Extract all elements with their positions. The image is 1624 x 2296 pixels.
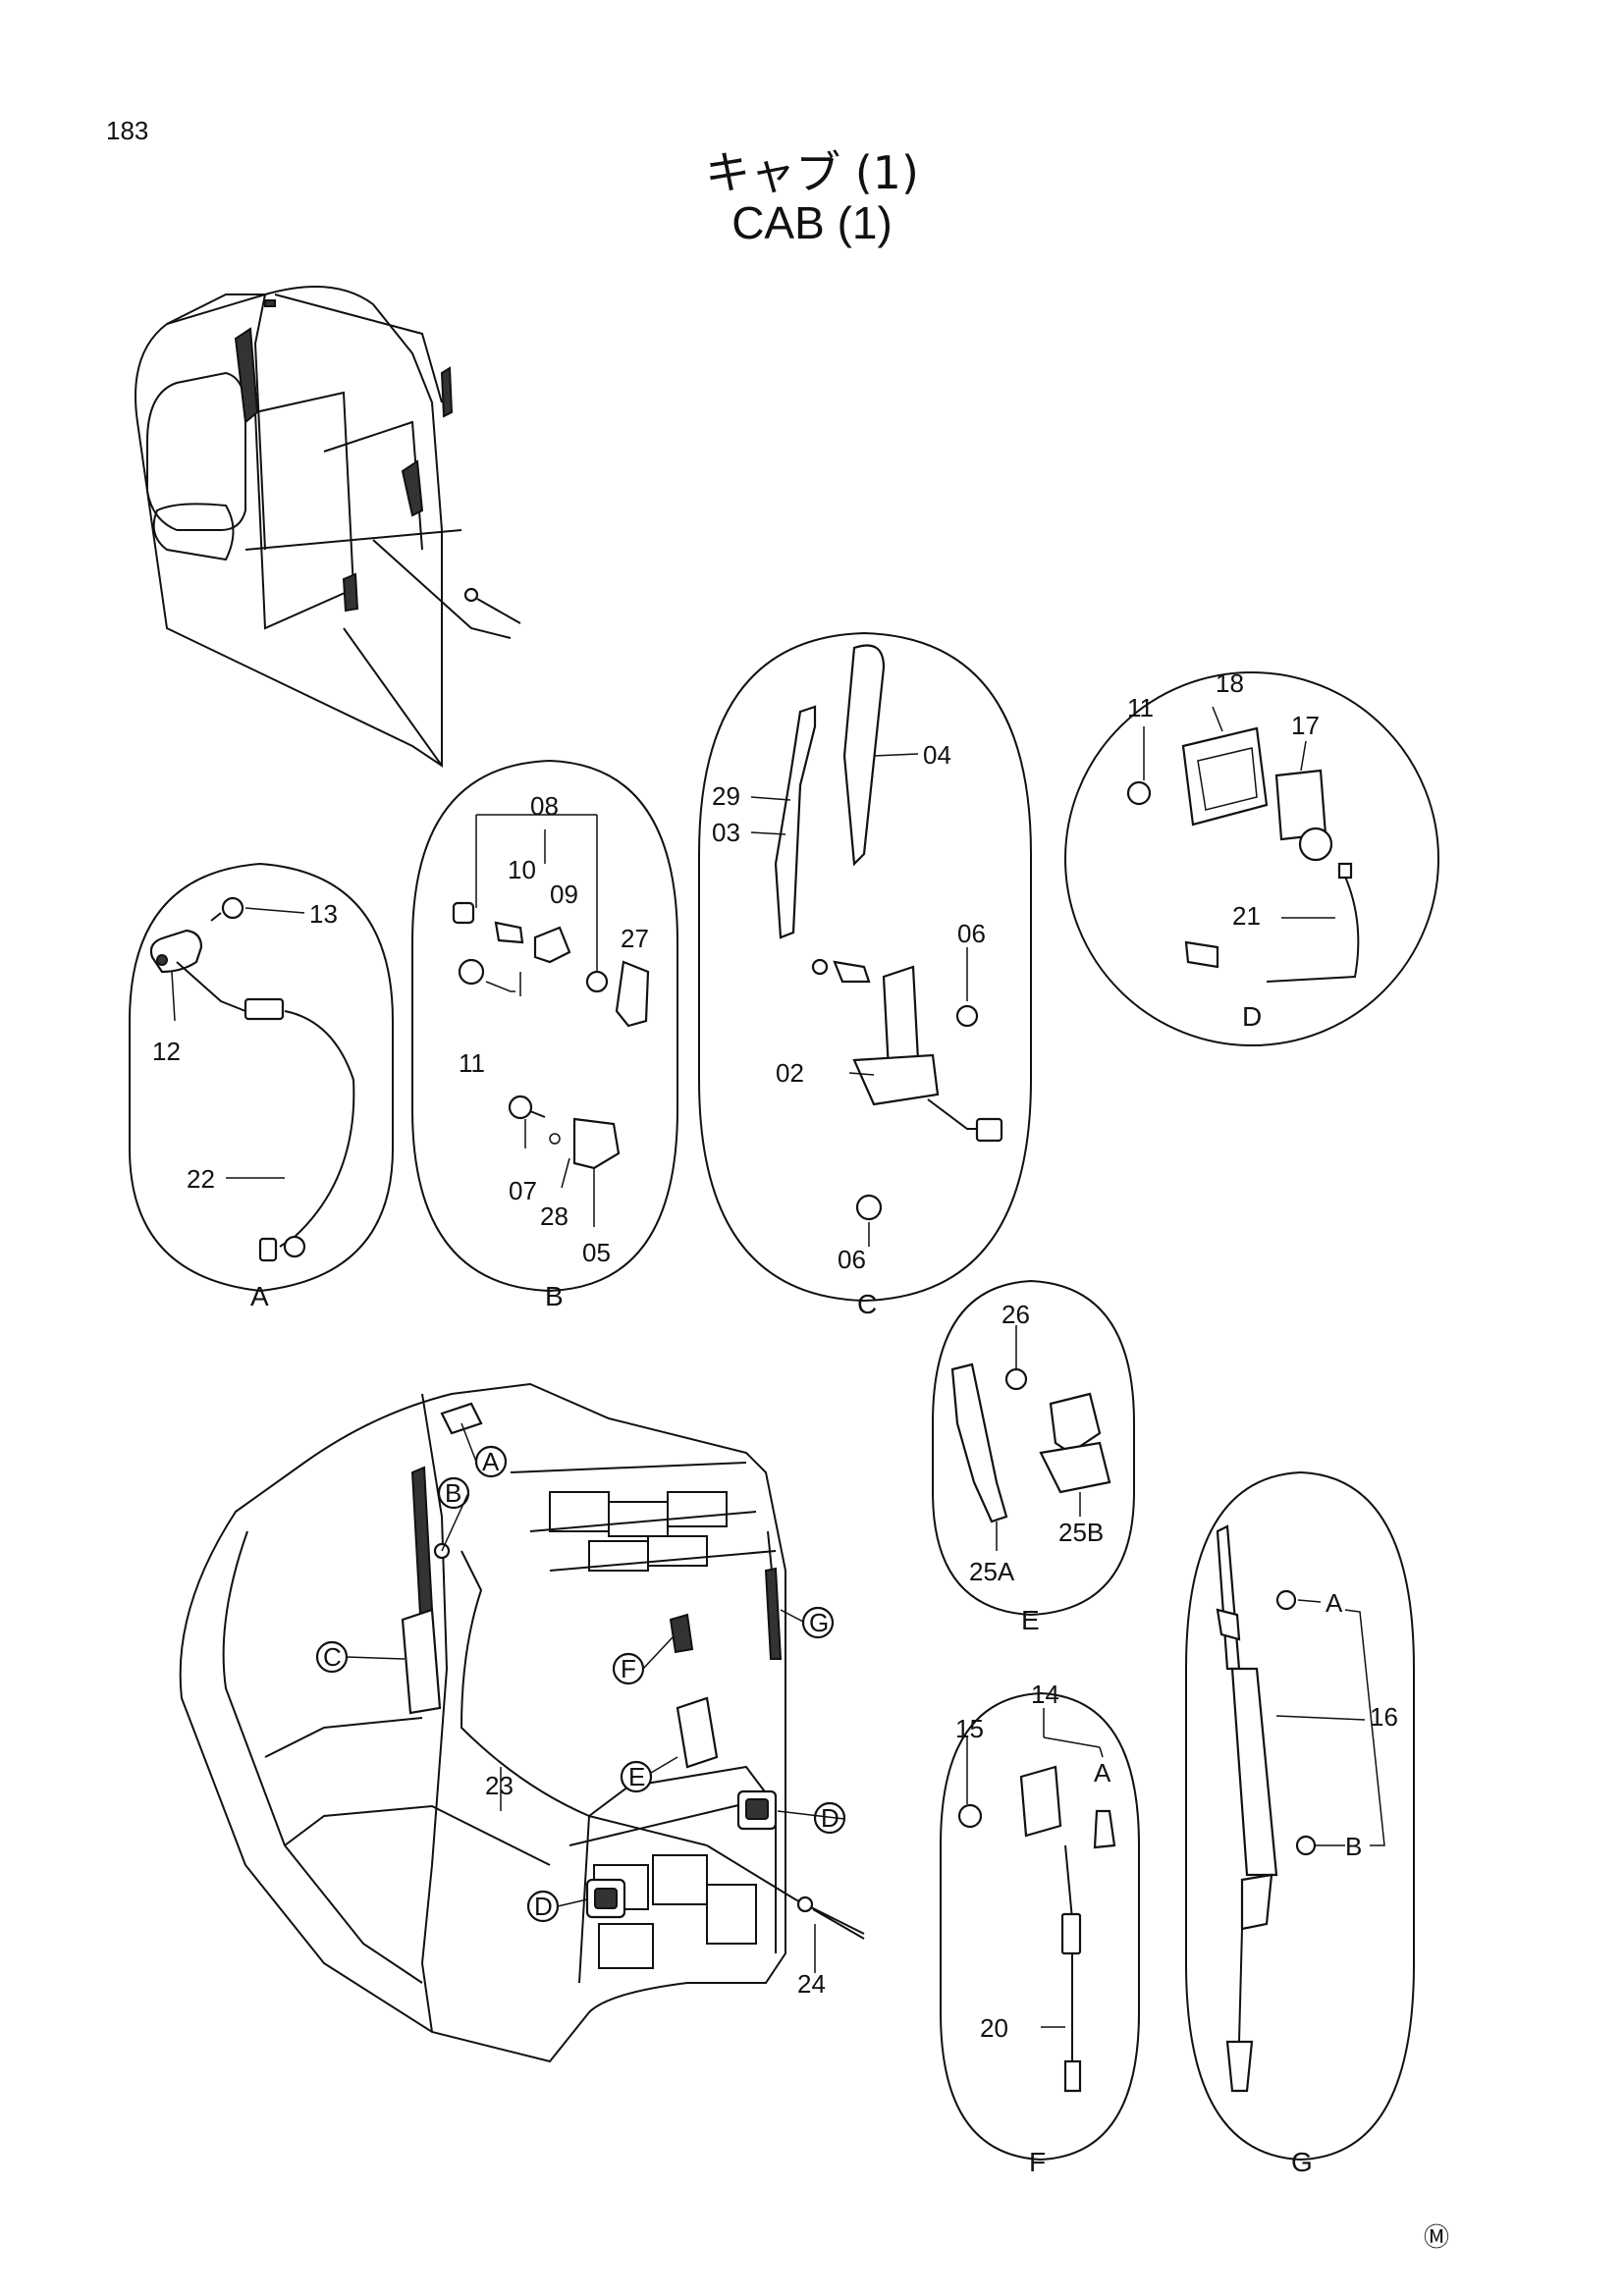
part-label-28: 28 xyxy=(540,1201,568,1231)
part-label-27: 27 xyxy=(621,924,649,953)
callout-c: C xyxy=(323,1642,342,1672)
title-english: CAB (1) xyxy=(731,197,893,248)
part-label-25a: 25A xyxy=(969,1557,1015,1586)
part-label-14: 14 xyxy=(1031,1680,1059,1709)
part-label-15: 15 xyxy=(955,1714,984,1743)
part-label-24: 24 xyxy=(797,1969,826,1999)
callout-f: F xyxy=(621,1654,636,1683)
detail-frame-c: 29 03 04 06 02 06 C xyxy=(698,631,1032,1319)
frame-label-e: E xyxy=(1021,1605,1040,1635)
detail-frame-g: A 16 B G xyxy=(1185,1470,1415,2177)
callouts: A B C D D E F G 23 24 xyxy=(315,1422,846,1999)
part-label-04: 04 xyxy=(923,740,951,770)
part-label-06-b: 06 xyxy=(838,1245,866,1274)
part-label-08: 08 xyxy=(530,791,559,821)
part-label-03: 03 xyxy=(712,818,740,847)
part-label-a-f: A xyxy=(1094,1758,1111,1788)
frame-label-a: A xyxy=(250,1281,269,1311)
m-mark: Ⓜ xyxy=(1424,2223,1449,2253)
part-label-20: 20 xyxy=(980,2013,1008,2043)
part-label-10: 10 xyxy=(508,855,536,884)
part-label-29: 29 xyxy=(712,781,740,811)
part-label-b-g: B xyxy=(1345,1832,1362,1861)
part-label-a-g: A xyxy=(1326,1588,1343,1618)
cab-overview-sketch xyxy=(135,286,521,768)
callout-d-left: D xyxy=(534,1892,553,1921)
detail-frame-a: 13 12 22 A xyxy=(129,862,394,1311)
frame-label-c: C xyxy=(857,1289,877,1319)
part-label-13: 13 xyxy=(309,899,338,929)
part-label-16: 16 xyxy=(1370,1702,1398,1732)
frame-label-g: G xyxy=(1291,2147,1313,2177)
part-label-22: 22 xyxy=(187,1164,215,1194)
part-label-11-b: 11 xyxy=(459,1048,485,1078)
detail-frame-b: 08 10 09 27 11 07 28 05 B xyxy=(411,759,678,1311)
callout-e: E xyxy=(628,1762,645,1791)
detail-frame-d: 11 18 17 21 D xyxy=(1064,668,1439,1046)
part-label-17: 17 xyxy=(1291,711,1320,740)
detail-frame-f: 14 15 A 20 F xyxy=(940,1680,1140,2177)
page-number: 183 xyxy=(106,116,149,145)
part-label-11-d: 11 xyxy=(1127,693,1154,722)
part-label-25b: 25B xyxy=(1058,1518,1104,1547)
part-label-06-a: 06 xyxy=(957,919,986,948)
callout-a: A xyxy=(482,1447,500,1476)
part-label-02: 02 xyxy=(776,1058,804,1088)
frame-label-d: D xyxy=(1242,1001,1262,1032)
detail-frame-e: 26 25B 25A E xyxy=(932,1279,1135,1635)
frame-label-f: F xyxy=(1029,2147,1046,2177)
frame-label-b: B xyxy=(545,1281,564,1311)
title-japanese: キャブ (1) xyxy=(705,146,919,199)
cab-main-drawing xyxy=(179,1382,865,2063)
part-label-26: 26 xyxy=(1001,1300,1030,1329)
part-label-21: 21 xyxy=(1232,901,1261,931)
part-label-12: 12 xyxy=(152,1037,181,1066)
part-label-05: 05 xyxy=(582,1238,611,1267)
callout-g: G xyxy=(809,1608,829,1637)
part-label-18: 18 xyxy=(1216,668,1244,698)
part-label-23: 23 xyxy=(485,1771,514,1800)
part-label-07: 07 xyxy=(509,1176,537,1205)
part-label-09: 09 xyxy=(550,880,578,909)
callout-b: B xyxy=(445,1478,461,1508)
